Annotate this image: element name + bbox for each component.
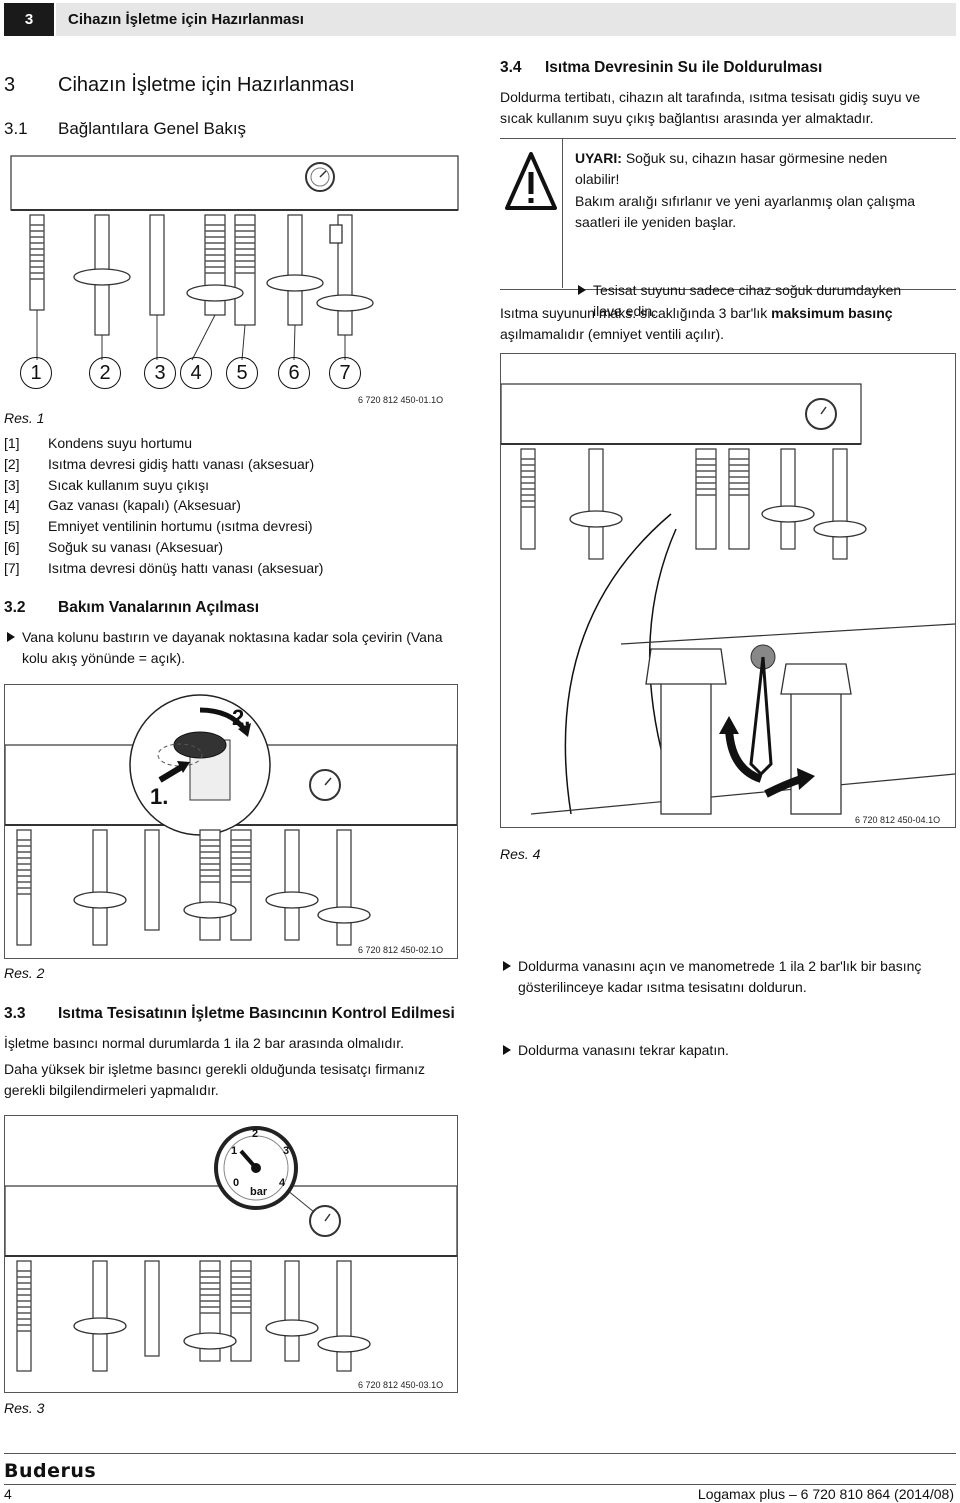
- gauge-unit: bar: [250, 1186, 268, 1198]
- filling-valve-drawing: [501, 383, 955, 815]
- chapter-number: 3: [4, 74, 16, 96]
- section-header-title: Cihazın İşletme için Hazırlanması: [56, 3, 956, 36]
- section-3-2-number: 3.2: [4, 599, 26, 616]
- legend-row: [6]Soğuk su vanası (Aksesuar): [4, 538, 224, 555]
- figure-4-caption: Res. 4: [500, 846, 541, 862]
- gauge-tick-1: 1: [231, 1145, 238, 1157]
- figure-1-code: 6 720 812 450-01.1O: [358, 395, 444, 405]
- callout-4: 4: [180, 357, 212, 389]
- section-number-badge: 3: [4, 3, 54, 36]
- buderus-logo: Buderus: [4, 1460, 97, 1482]
- pressure-gauge-drawing: [5, 1126, 457, 1372]
- max-pressure-text: Isıtma suyunun maks. sıcaklığında 3 bar'…: [500, 305, 893, 342]
- figure-1-legend: [1]Kondens suyu hortumu [2]Isıtma devres…: [4, 435, 323, 581]
- footer-divider: [4, 1453, 956, 1454]
- figure-3-code: 6 720 812 450-03.1O: [358, 1380, 444, 1390]
- warning-box: [500, 138, 956, 290]
- section-3-3-title: Isıtma Tesisatının İşletme Basıncının Ko…: [58, 1005, 455, 1022]
- gauge-tick-3: 3: [283, 1145, 290, 1157]
- warning-divider: [562, 138, 563, 288]
- legend-row: [3]Sıcak kullanım suyu çıkışı: [4, 476, 210, 493]
- operating-pressure-text: İşletme basıncı normal durumlarda 1 ila …: [4, 1035, 404, 1051]
- legend-row: [5]Emniyet ventilinin hortumu (ısıtma de…: [4, 518, 313, 535]
- section-3-2-title: Bakım Vanalarının Açılması: [58, 599, 260, 616]
- callout-5: 5: [226, 357, 258, 389]
- warning-maintenance-note: Bakım aralığı sıfırlanır ve yeni ayarlan…: [575, 193, 916, 230]
- figure-2-valve-opening: [4, 684, 458, 959]
- legend-row: [7]Isıtma devresi dönüş hattı vanası (ak…: [4, 559, 324, 576]
- rotate-arrow-icon: [238, 723, 251, 737]
- figure-4-filling-valve: [500, 353, 956, 828]
- turn-arrow-right-icon: [797, 768, 815, 790]
- figure-1-connections: [10, 155, 460, 405]
- gauge-tick-0: 0: [233, 1177, 240, 1189]
- instruction-bullet-close: Doldurma vanasını tekrar kapatın.: [500, 1040, 960, 1061]
- figure-3-pressure-gauge: [4, 1115, 458, 1393]
- gauge-tick-2: 2: [252, 1128, 259, 1140]
- warning-text: UYARI: Soğuk su, cihazın hasar görmesine…: [575, 150, 888, 187]
- gauge-tick-4: 4: [279, 1177, 286, 1189]
- document-reference: Logamax plus – 6 720 810 864 (2014/08): [697, 1486, 954, 1502]
- instruction-bullet-fill: Doldurma vanasını açın ve manometrede 1 …: [500, 956, 960, 998]
- valve-opening-drawing: [5, 694, 457, 946]
- chapter-title: Cihazın İşletme için Hazırlanması: [58, 74, 355, 96]
- callout-6: 6: [278, 357, 310, 389]
- push-arrow-icon: [177, 761, 190, 773]
- legend-row: [2]Isıtma devresi gidiş hattı vanası (ak…: [4, 455, 315, 472]
- section-3-1-title: Bağlantılara Genel Bakış: [58, 119, 247, 138]
- section-3-4-title: Isıtma Devresinin Su ile Doldurulması: [545, 59, 823, 76]
- fill-location-text: Doldurma tertibatı, cihazın alt tarafınd…: [500, 89, 921, 126]
- step-2-label: 2.: [232, 705, 251, 730]
- figure-2-caption: Res. 2: [4, 965, 45, 981]
- fill-valve-handle-icon: [749, 656, 773, 777]
- higher-pressure-note: Daha yüksek bir işletme basıncı gerekli …: [4, 1061, 425, 1098]
- warning-bullet: Tesisat suyunu sadece cihaz soğuk durumd…: [575, 280, 960, 322]
- section-3-4-number: 3.4: [500, 59, 522, 76]
- callout-7: 7: [329, 357, 361, 389]
- legend-row: [4]Gaz vanası (kapalı) (Aksesuar): [4, 497, 241, 514]
- figure-4-code: 6 720 812 450-04.1O: [855, 815, 941, 825]
- figure-2-code: 6 720 812 450-02.1O: [358, 945, 444, 955]
- warning-triangle-icon: [505, 152, 557, 210]
- turn-arrow-left-icon: [719, 716, 739, 734]
- page-number: 4: [4, 1486, 12, 1502]
- footer-divider-2: [4, 1484, 956, 1485]
- figure-1-caption: Res. 1: [4, 410, 45, 426]
- section-3-1-number: 3.1: [4, 119, 28, 138]
- callout-3: 3: [144, 357, 176, 389]
- step-1-label: 1.: [150, 784, 169, 809]
- instruction-bullet-open-valve: Vana kolunu bastırın ve dayanak noktasın…: [4, 627, 472, 669]
- callout-1: 1: [20, 357, 52, 389]
- callout-2: 2: [89, 357, 121, 389]
- legend-row: [1]Kondens suyu hortumu: [4, 435, 192, 451]
- figure-3-caption: Res. 3: [4, 1400, 45, 1416]
- section-3-3-number: 3.3: [4, 1005, 26, 1022]
- boiler-connections-drawing: [10, 155, 459, 361]
